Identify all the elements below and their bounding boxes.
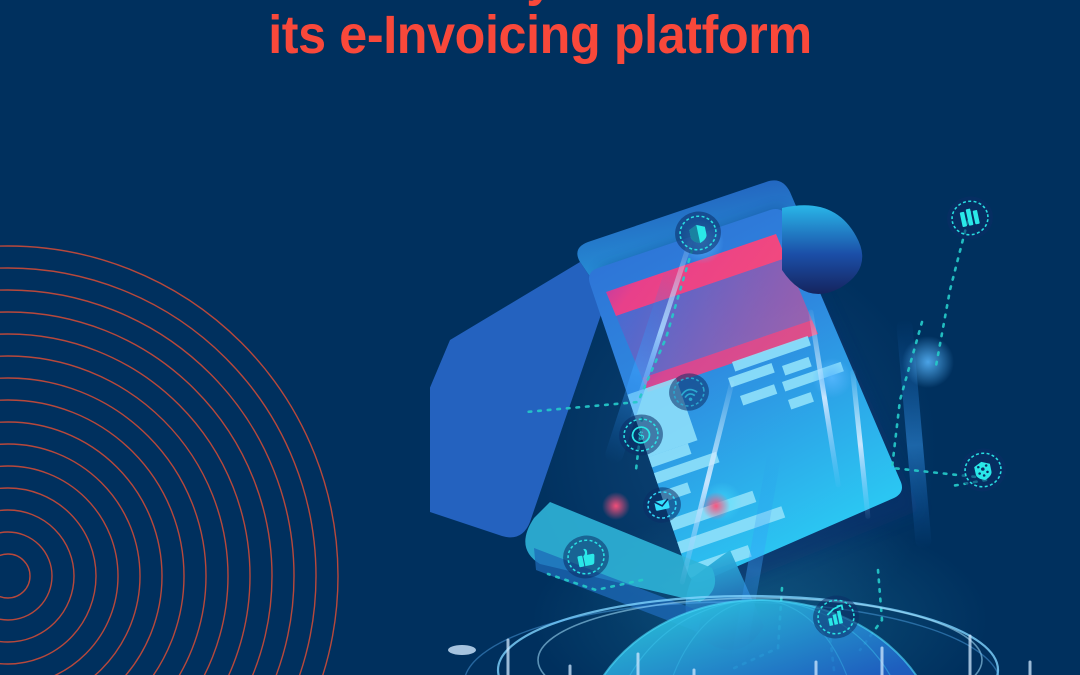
decor-ring — [0, 245, 339, 675]
light-beams — [605, 220, 954, 668]
decor-ring — [0, 531, 53, 621]
envelope-icon[interactable] — [640, 484, 685, 526]
decor-ring — [0, 487, 97, 665]
decor-ring — [0, 333, 251, 675]
decor-ring — [0, 311, 273, 675]
headline-line-1: its e-Invoicing platform — [268, 5, 812, 65]
headline-line-clipped: y — [38, 0, 1042, 6]
decor-ring — [0, 289, 295, 675]
floating-icon-layer: $ — [559, 192, 1010, 642]
e-invoice-illustration: $ — [430, 150, 1080, 675]
decor-ring — [0, 509, 75, 643]
headline: y its e-Invoicing platform — [0, 0, 1080, 64]
paper-curl-top-right — [782, 205, 863, 294]
decor-ring — [0, 355, 229, 675]
decor-ring — [0, 399, 185, 675]
growth-chart-icon[interactable] — [809, 591, 863, 642]
decor-ring — [0, 465, 119, 675]
shield-icon[interactable] — [671, 207, 725, 258]
decor-ring — [0, 443, 141, 675]
decor-ring — [0, 553, 31, 599]
network-shield-icon[interactable] — [956, 444, 1010, 495]
dollar-coin-icon[interactable]: $ — [615, 410, 667, 459]
decor-ring — [0, 267, 317, 675]
decor-ring — [0, 421, 163, 675]
bar-chart-icon[interactable] — [943, 192, 997, 243]
decor-ring — [0, 377, 207, 675]
svg-text:$: $ — [637, 429, 646, 443]
wifi-icon[interactable] — [666, 370, 713, 415]
thumbs-up-icon[interactable] — [559, 531, 613, 582]
glow-points — [602, 358, 852, 520]
